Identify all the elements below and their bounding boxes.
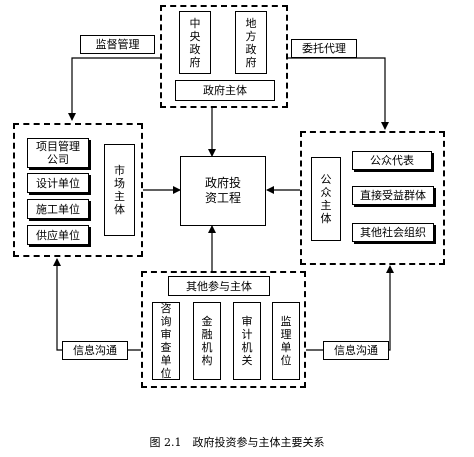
market-group	[13, 123, 143, 257]
market-item-label: 设计单位	[36, 176, 80, 190]
central-government-box: 中央政府	[179, 11, 211, 74]
other-item-supervision: 监理单位	[272, 302, 300, 380]
market-item-label: 项目管理公司	[36, 140, 80, 166]
government-group	[160, 5, 288, 108]
entrust-label: 委托代理	[302, 42, 346, 55]
arrow-info-left	[53, 258, 141, 351]
public-group	[300, 131, 445, 265]
other-item-label: 审计机关	[241, 315, 253, 367]
market-item-supply: 供应单位	[27, 225, 89, 245]
government-investment-project-box: 政府投资工程	[180, 156, 266, 226]
public-item-beneficiaries: 直接受益群体	[352, 186, 434, 205]
info-left-label: 信息沟通	[73, 344, 117, 357]
info-left-label-box: 信息沟通	[62, 341, 128, 360]
market-subject-label: 市场主体	[114, 164, 125, 216]
figure-caption: 图 2.1 政府投资参与主体主要关系	[149, 436, 325, 449]
other-subject-box: 其他参与主体	[168, 276, 270, 296]
other-item-label: 咨询审查单位	[160, 302, 172, 380]
supervise-label: 监督管理	[95, 38, 140, 51]
other-subject-label: 其他参与主体	[186, 279, 252, 293]
market-item-design: 设计单位	[27, 173, 89, 193]
info-right-label: 信息沟通	[334, 344, 378, 357]
entrust-label-box: 委托代理	[291, 39, 357, 58]
market-item-construction: 施工单位	[27, 199, 89, 219]
public-item-social-org: 其他社会组织	[352, 223, 434, 242]
arrow-entrust	[288, 57, 389, 130]
info-right-label-box: 信息沟通	[323, 341, 389, 360]
center-label: 政府投资工程	[204, 176, 241, 205]
public-item-representative: 公众代表	[352, 151, 432, 170]
arrow-info-right	[306, 265, 394, 351]
market-item-project-mgmt: 项目管理公司	[27, 138, 89, 168]
public-item-label: 直接受益群体	[360, 189, 426, 202]
other-item-label: 监理单位	[280, 315, 292, 367]
public-subject-label: 公众主体	[320, 173, 332, 225]
public-subject-box: 公众主体	[311, 157, 341, 241]
other-item-audit: 审计机关	[233, 302, 261, 380]
market-item-label: 供应单位	[36, 228, 80, 242]
other-participants-group	[141, 271, 306, 388]
government-subject-box: 政府主体	[175, 80, 275, 101]
local-government-box: 地方政府	[235, 11, 267, 74]
government-subject-label: 政府主体	[203, 84, 247, 97]
market-item-label: 施工单位	[36, 202, 80, 216]
public-item-label: 公众代表	[370, 154, 414, 167]
market-subject-box: 市场主体	[104, 144, 135, 236]
other-item-finance: 金融机构	[193, 302, 221, 380]
other-item-consulting: 咨询审查单位	[152, 302, 180, 380]
other-item-label: 金融机构	[201, 315, 213, 367]
supervise-label-box: 监督管理	[80, 35, 155, 54]
local-government-label: 地方政府	[245, 16, 257, 69]
central-government-label: 中央政府	[189, 16, 201, 69]
public-item-label: 其他社会组织	[360, 226, 426, 239]
arrow-supervise	[68, 57, 160, 121]
